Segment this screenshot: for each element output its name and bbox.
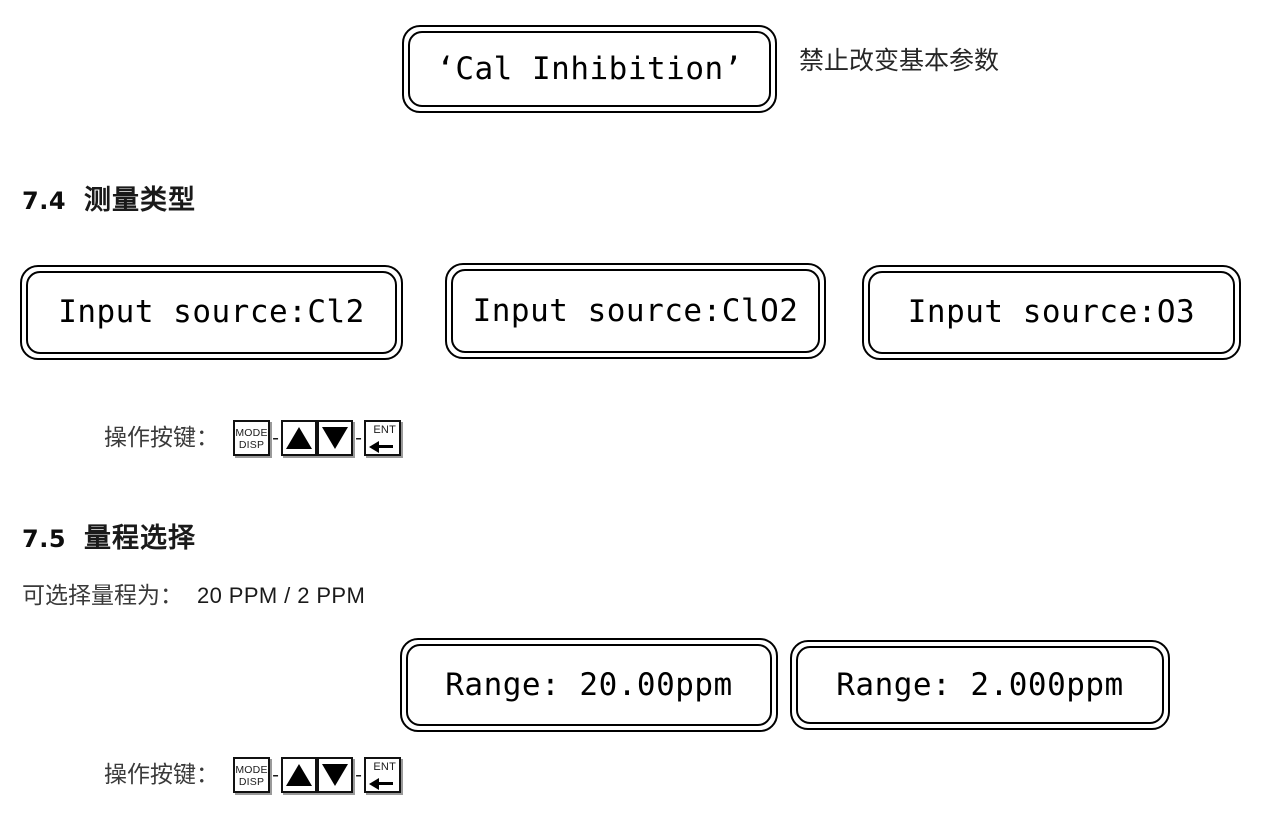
enter-key-label: ENT [373,761,396,773]
lcd-text-input-source-cl2: Input source:Cl2 [58,294,365,330]
triangle-up-icon [286,427,312,449]
section-number-7-5: 7.5 [22,525,67,553]
arrow-down-key-icon[interactable] [317,420,353,456]
enter-key-icon[interactable]: ENT [364,757,401,793]
lcd-text-cal-inhibition: ‘Cal Inhibition’ [436,50,743,87]
range-options-label: 可选择量程为： [22,583,183,609]
lcd-display-range-2ppm: Range: 2.000ppm [790,640,1170,730]
section-number-7-4: 7.4 [22,187,67,215]
key-separator: - [272,426,279,449]
lcd-text-input-source-clo2: Input source:ClO2 [472,292,799,329]
lcd-text-range-2ppm: Range: 2.000ppm [836,666,1124,703]
range-options-value: 20 PPM / 2 PPM [197,583,366,608]
triangle-down-icon [322,427,348,449]
enter-arrow-icon [369,437,397,453]
key-sequence-row-7-5: 操作按键： MODE DISP - - ENT [104,757,401,793]
mode-key-label-line2: DISP [238,438,265,451]
enter-key-icon[interactable]: ENT [364,420,401,456]
lcd-display-input-source-clo2: Input source:ClO2 [445,263,826,359]
arrow-down-key-icon[interactable] [317,757,353,793]
section-title-7-5: 量程选择 [84,523,197,554]
mode-disp-key-icon[interactable]: MODE DISP [233,757,270,793]
lcd-text-range-20ppm: Range: 20.00ppm [445,666,733,703]
lcd-display-range-20ppm: Range: 20.00ppm [400,638,778,732]
key-separator: - [355,426,362,449]
arrow-up-key-icon[interactable] [281,757,317,793]
lcd-display-input-source-cl2: Input source:Cl2 [20,265,403,360]
enter-arrow-icon [369,774,397,790]
arrow-up-key-icon[interactable] [281,420,317,456]
range-options-line: 可选择量程为： 20 PPM / 2 PPM [22,585,365,608]
mode-key-label-line1: MODE [235,426,268,439]
mode-disp-key-icon[interactable]: MODE DISP [233,420,270,456]
key-sequence-row-7-4: 操作按键： MODE DISP - - ENT [104,420,401,456]
section-heading-7-4: 7.4 测量类型 [22,187,196,214]
annotation-cal-inhibition: 禁止改变基本参数 [799,46,1000,75]
mode-key-label-line2: DISP [238,775,265,788]
lcd-display-cal-inhibition: ‘Cal Inhibition’ [402,25,777,113]
key-separator: - [272,763,279,786]
lcd-text-input-source-o3: Input source:O3 [907,294,1196,330]
enter-key-label: ENT [373,424,396,436]
section-heading-7-5: 7.5 量程选择 [22,525,196,552]
lcd-display-input-source-o3: Input source:O3 [862,265,1241,360]
triangle-up-icon [286,764,312,786]
key-sequence-label-7-4: 操作按键： [104,424,219,451]
triangle-down-icon [322,764,348,786]
key-sequence-label-7-5: 操作按键： [104,761,219,788]
key-separator: - [355,763,362,786]
section-title-7-4: 测量类型 [84,185,197,216]
mode-key-label-line1: MODE [235,763,268,776]
